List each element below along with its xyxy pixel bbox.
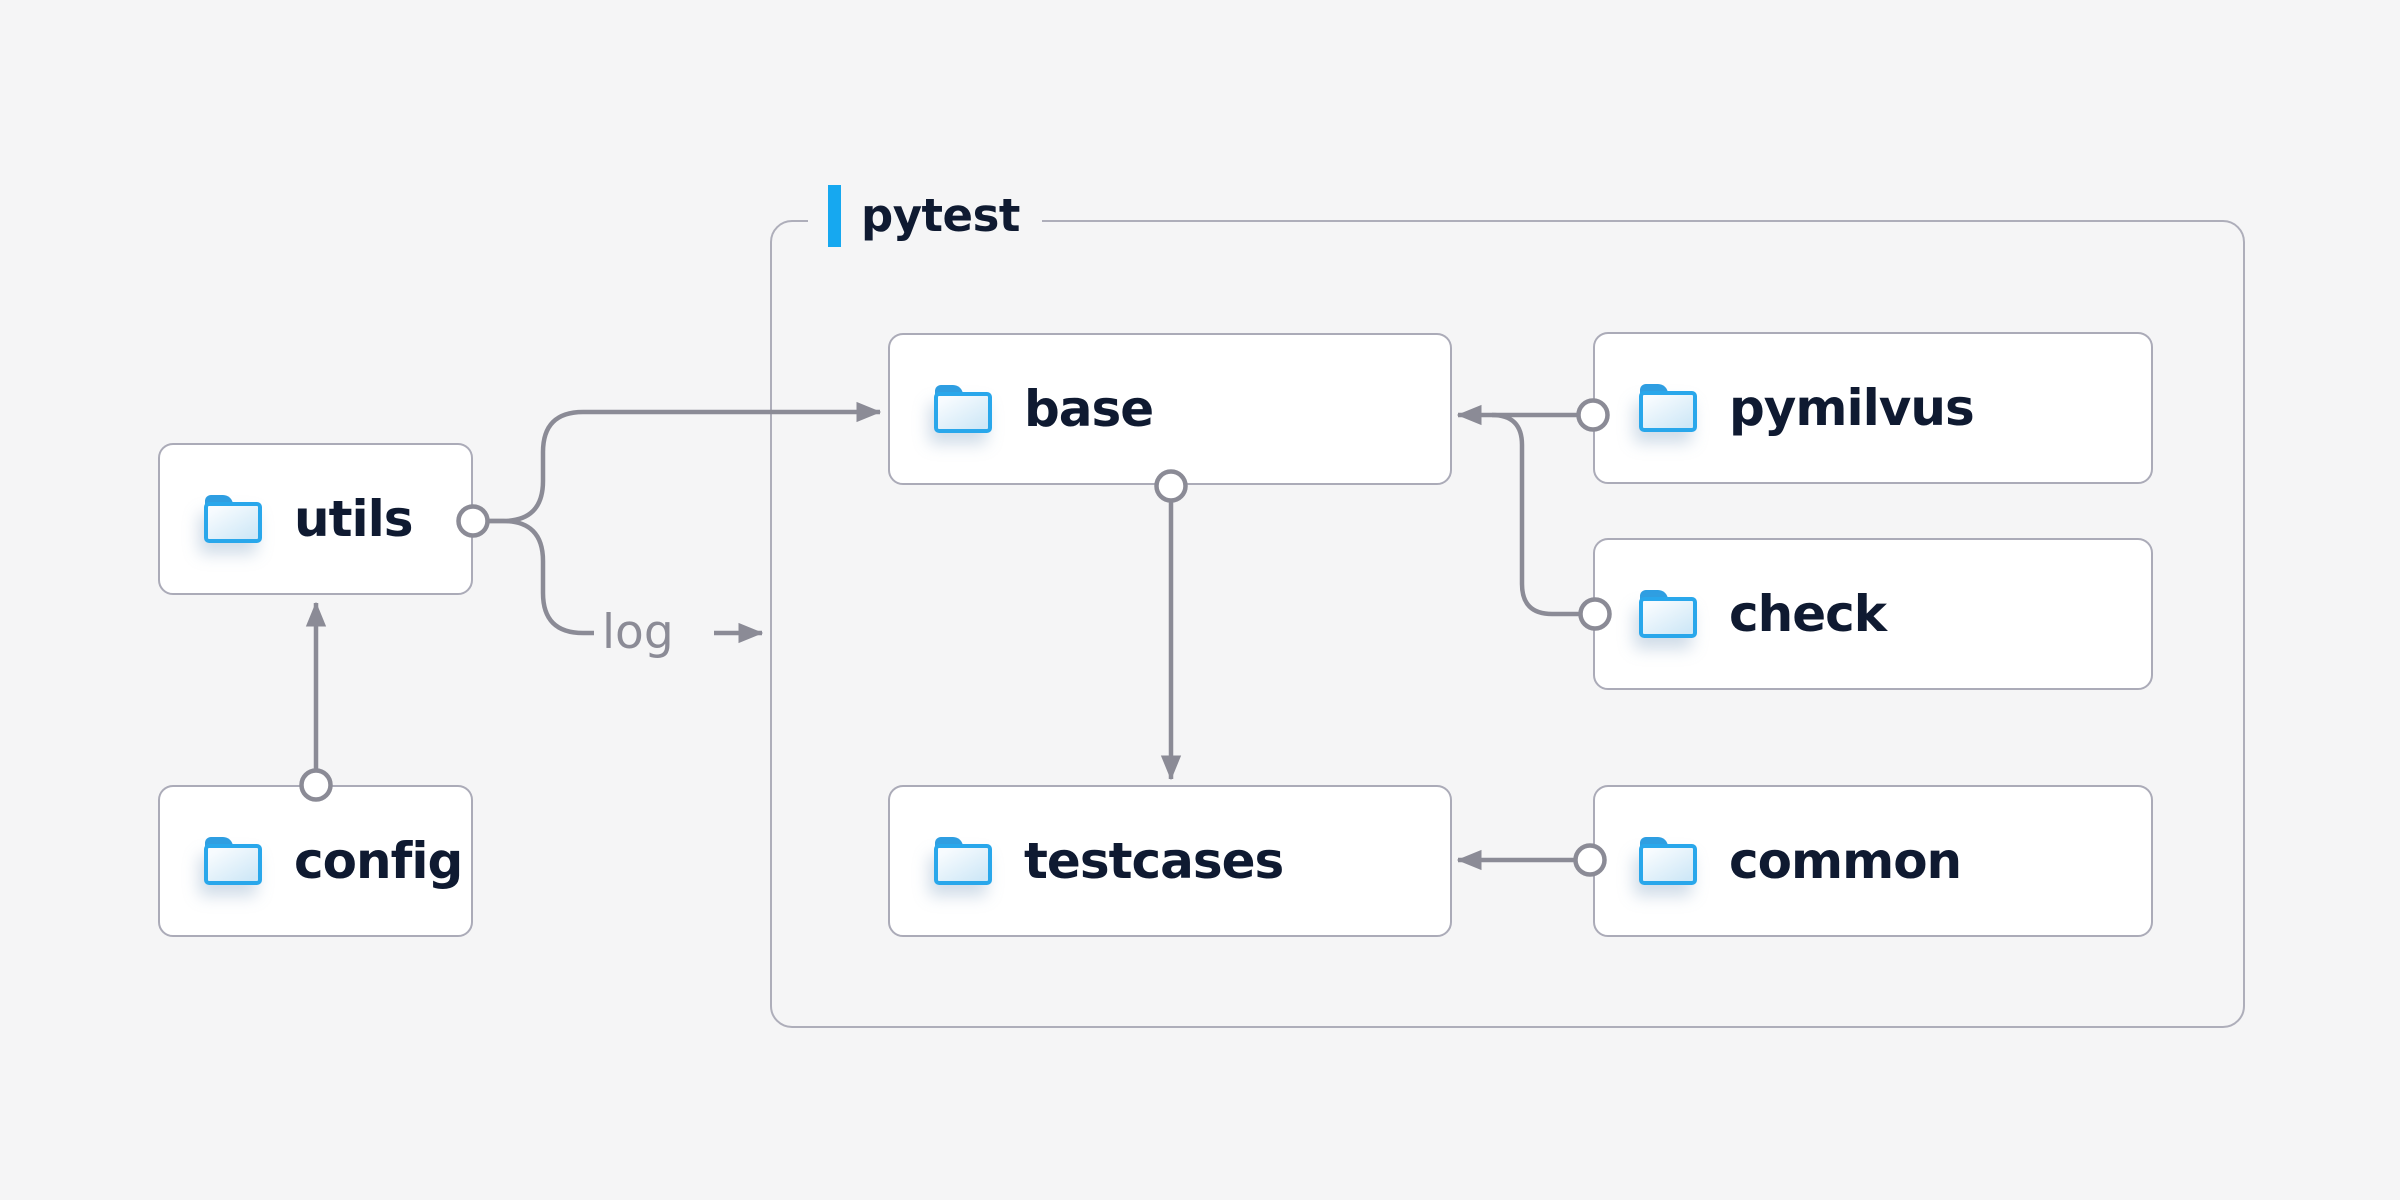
folder-icon — [1639, 590, 1697, 638]
node-label-check: check — [1729, 585, 1887, 643]
node-utils: utils — [158, 443, 473, 595]
node-label-testcases: testcases — [1024, 832, 1284, 890]
folder-icon — [1639, 837, 1697, 885]
node-testcases: testcases — [888, 785, 1452, 937]
folder-icon — [1639, 384, 1697, 432]
node-label-pymilvus: pymilvus — [1729, 379, 1975, 437]
node-label-common: common — [1729, 832, 1962, 890]
node-check: check — [1593, 538, 2153, 690]
edge-utils-log — [489, 518, 594, 636]
edge-label-log: log — [602, 605, 674, 660]
node-base: base — [888, 333, 1452, 485]
node-config: config — [158, 785, 473, 937]
node-label-utils: utils — [294, 490, 414, 548]
pytest-group-container — [770, 220, 2245, 1028]
folder-icon — [934, 385, 992, 433]
folder-icon — [934, 837, 992, 885]
node-common: common — [1593, 785, 2153, 937]
node-label-base: base — [1024, 380, 1154, 438]
pytest-group-label: pytest — [808, 184, 1042, 248]
accent-bar-icon — [828, 185, 841, 247]
folder-icon — [204, 837, 262, 885]
node-pymilvus: pymilvus — [1593, 332, 2153, 484]
folder-icon — [204, 495, 262, 543]
node-label-config: config — [294, 832, 463, 890]
